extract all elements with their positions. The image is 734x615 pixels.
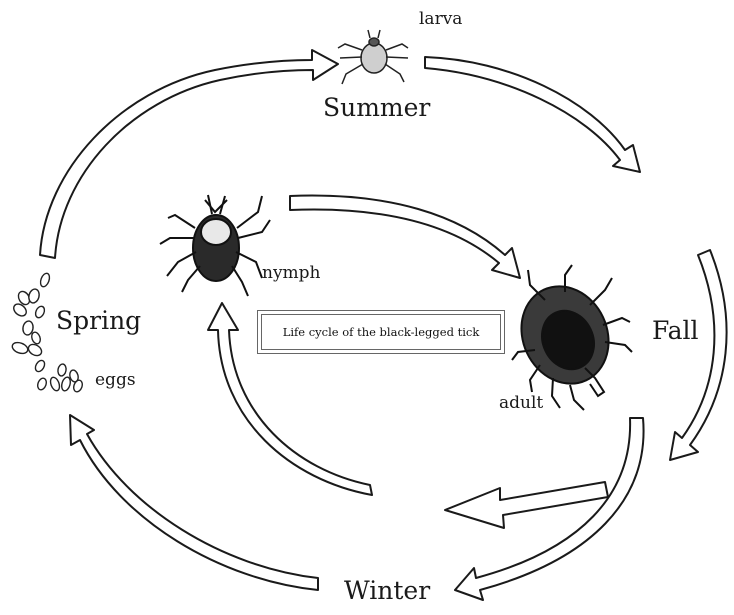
larva-icon xyxy=(338,30,408,84)
diagram-title-box: Life cycle of the black-legged tick xyxy=(257,310,505,354)
diagram-title: Life cycle of the black-legged tick xyxy=(283,325,480,339)
arrow-nymph-to-adult xyxy=(290,196,520,278)
nymph-icon xyxy=(160,195,270,296)
eggs-label: eggs xyxy=(95,370,136,390)
arrow-fall-to-winter xyxy=(670,250,727,460)
larva-label: larva xyxy=(419,9,462,29)
winter-label: Winter xyxy=(344,576,430,605)
adult-label: adult xyxy=(499,393,543,413)
arrow-adult-to-winter-inner xyxy=(445,482,608,528)
fall-label: Fall xyxy=(652,316,699,345)
spring-label: Spring xyxy=(56,306,141,335)
adult-tick-icon xyxy=(506,265,632,410)
summer-label: Summer xyxy=(323,93,430,122)
diagram-title-frame: Life cycle of the black-legged tick xyxy=(261,314,501,350)
nymph-label: nymph xyxy=(262,263,321,283)
arrow-summer-to-fall xyxy=(425,57,640,172)
arrow-spring-to-summer xyxy=(40,50,338,258)
